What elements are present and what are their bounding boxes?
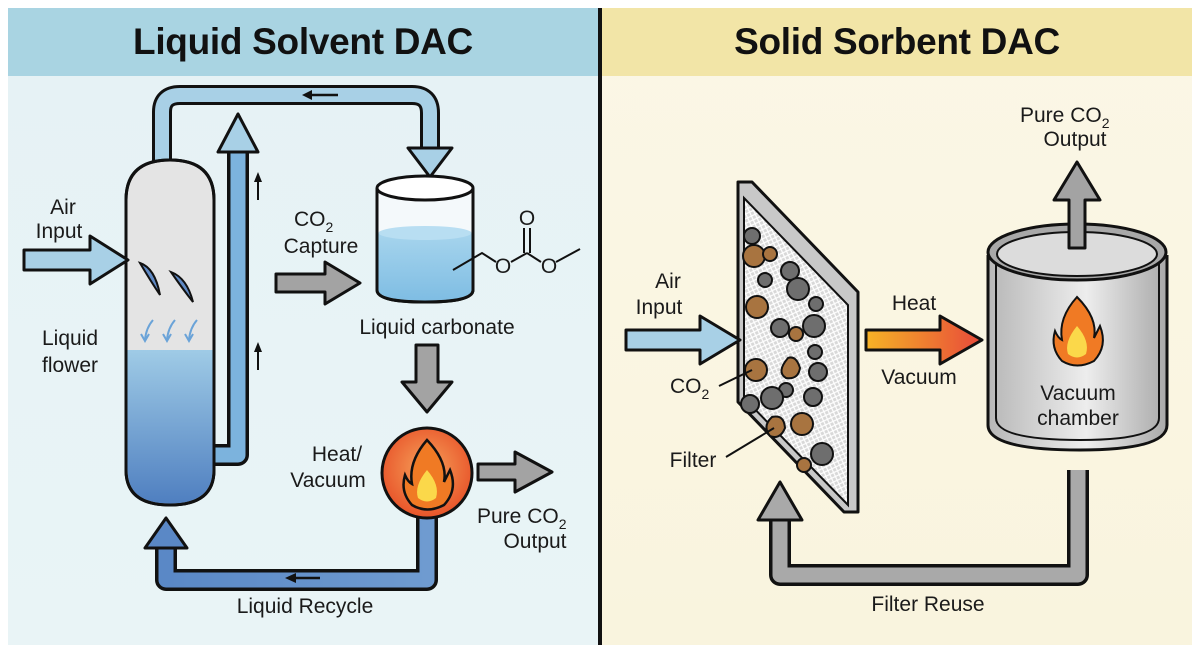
flow-up-arrow-icon	[254, 172, 262, 182]
vacuum-chamber-label: chamber	[1037, 407, 1119, 430]
solid-sorbent-header: Solid Sorbent DAC	[602, 8, 1192, 76]
filter-reuse-label: Filter Reuse	[871, 593, 984, 616]
down-arrow-into-beaker-icon	[406, 146, 454, 179]
down-arrow-to-heat-icon	[400, 343, 454, 414]
liquid-flower-label: Liquid	[42, 327, 98, 350]
liquid-solvent-title: Liquid Solvent DAC	[133, 21, 473, 62]
pure-co2-output-label: Output	[503, 530, 566, 553]
liquid-carbonate-label: Liquid carbonate	[359, 316, 514, 339]
liquid-solvent-panel: Liquid Solvent DAC	[8, 8, 598, 645]
reuse-up-arrow-icon	[756, 480, 804, 522]
pure-co2-output-label: Pure CO2	[1020, 104, 1110, 131]
filter-reuse-pipe	[756, 470, 1089, 586]
vacuum-label: Vacuum	[881, 366, 956, 389]
sorbent-filter	[736, 180, 860, 514]
filter-leader-line	[725, 427, 775, 458]
filter-label: Filter	[670, 449, 717, 472]
panel-divider	[598, 8, 602, 645]
flow-up-arrow-icon	[254, 342, 262, 352]
air-input-label: Air	[50, 196, 76, 219]
liquid-recycle-label: Liquid Recycle	[237, 595, 374, 618]
air-input-arrow-icon	[22, 234, 130, 286]
air-input-label: Input	[36, 220, 83, 243]
recycle-up-arrow-icon	[143, 516, 189, 550]
absorber-tower	[124, 158, 216, 507]
molecule-o-label: O	[495, 255, 511, 278]
co2-capture-label: Capture	[284, 235, 359, 258]
flame-icon	[1052, 295, 1104, 367]
pure-co2-output-label: Output	[1043, 128, 1106, 151]
pure-co2-output-arrow-icon	[1052, 160, 1102, 250]
co2-capture-arrow-icon	[274, 260, 362, 306]
molecule-o-label: O	[541, 255, 557, 278]
up-arrow-icon	[216, 112, 260, 154]
liquid-carbonate-beaker	[375, 174, 475, 304]
co2-leader-line	[718, 369, 753, 387]
air-input-arrow-icon	[624, 314, 742, 366]
air-input-label: Air	[655, 270, 681, 293]
heat-vacuum-unit	[380, 426, 474, 520]
heat-label: Heat	[892, 292, 937, 315]
solid-sorbent-title: Solid Sorbent DAC	[734, 21, 1060, 62]
pure-co2-output-label: Pure CO2	[477, 505, 567, 532]
molecule-o-label: O	[519, 207, 535, 230]
co2-label: CO2	[670, 375, 710, 402]
vacuum-chamber-label: Vacuum	[1040, 382, 1115, 405]
heat-vacuum-label: Heat/	[312, 443, 362, 466]
flame-icon	[402, 438, 455, 511]
liquid-recycle-pipe	[143, 515, 438, 591]
top-return-pipe	[152, 85, 454, 185]
liquid-solvent-header: Liquid Solvent DAC	[8, 8, 598, 76]
co2-capture-label: CO2	[294, 208, 334, 235]
air-input-label: Input	[636, 296, 683, 319]
flow-left-arrow-icon	[285, 573, 296, 583]
pure-co2-output-arrow-icon	[476, 450, 554, 494]
heat-vacuum-label: Vacuum	[290, 469, 365, 492]
vacuum-chamber	[986, 222, 1169, 452]
liquid-flower-label: flower	[42, 354, 98, 377]
heat-arrow-icon	[864, 314, 984, 366]
carbonate-molecule-icon	[452, 228, 581, 271]
